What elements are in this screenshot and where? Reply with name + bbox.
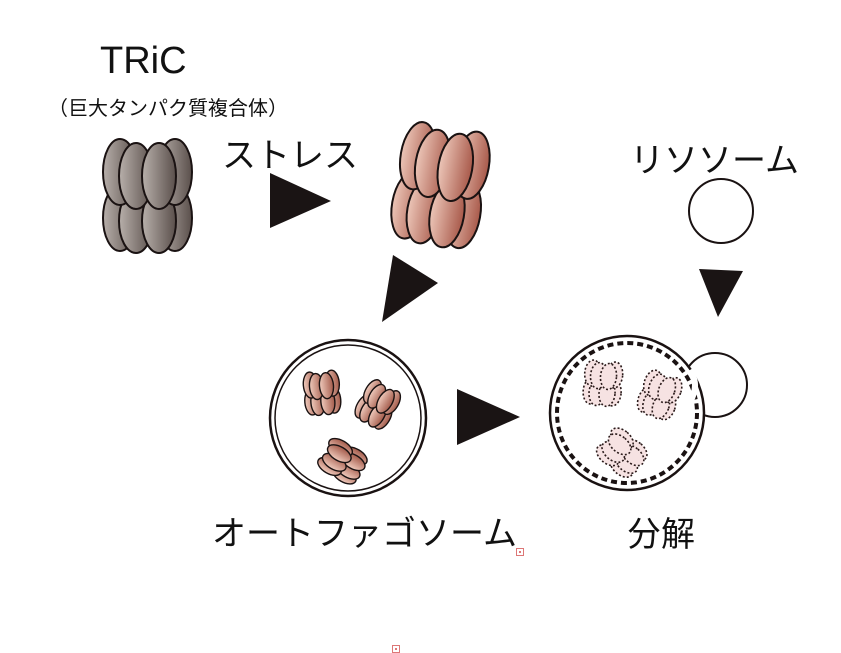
engulfed-complex-2 xyxy=(354,379,402,430)
tric-title: TRiC xyxy=(100,40,187,82)
engulfed-complex-1 xyxy=(302,369,342,417)
arrow-right-stress xyxy=(270,173,331,228)
arrow-down-lysosome xyxy=(699,269,743,317)
arrow-right-to-degradation xyxy=(457,389,520,445)
degradation-label: 分解 xyxy=(627,515,695,555)
degraded-complex-3 xyxy=(595,427,648,479)
arrow-down-to-autophagosome xyxy=(382,255,438,322)
stress-label: ストレス xyxy=(222,136,358,176)
degraded-complex-1 xyxy=(582,359,624,408)
lysosome-circle xyxy=(688,178,754,244)
tric-subtitle: （巨大タンパク質複合体） xyxy=(48,96,288,120)
lysosome-label: リソソーム xyxy=(630,141,799,181)
anchor-marker xyxy=(516,548,524,556)
engulfed-complex-3 xyxy=(317,437,368,485)
autophagosome-label: オートファゴソーム xyxy=(212,514,517,554)
tric-stressed-complex xyxy=(390,121,491,250)
tric-normal-complex xyxy=(102,138,193,254)
degraded-complex-2 xyxy=(636,369,683,421)
